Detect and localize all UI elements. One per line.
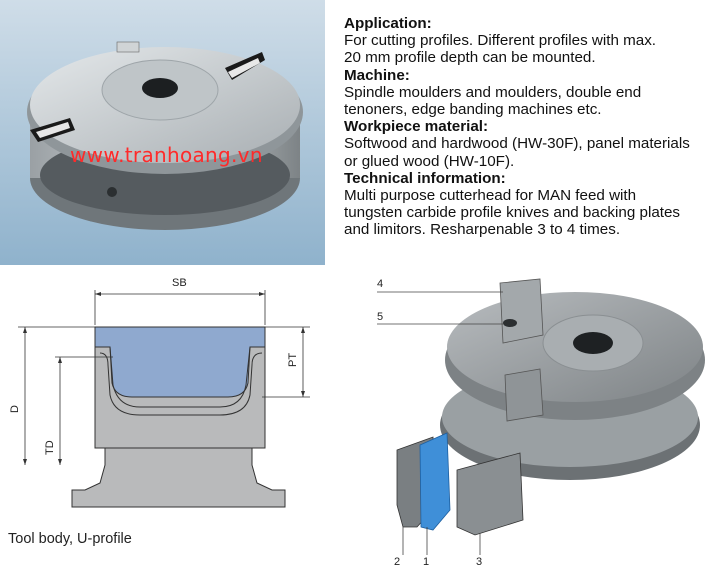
machine-line: Spindle moulders and moulders, double en… <box>344 83 642 101</box>
pt-label: PT <box>287 353 299 367</box>
technical-line: and limitors. Resharpenable 3 to 4 times… <box>344 221 621 239</box>
machine-line: tenoners, edge banding machines etc. <box>344 101 602 119</box>
technical-heading: Technical information: <box>344 169 506 187</box>
part-2-label: 2 <box>394 556 400 568</box>
part-4-label: 4 <box>377 278 383 290</box>
application-line: 20 mm profile depth can be mounted. <box>344 49 596 67</box>
specification-text: Application: For cutting profiles. Diffe… <box>344 15 710 239</box>
technical-line: tungsten carbide profile knives and back… <box>344 204 681 222</box>
workpiece-heading: Workpiece material: <box>344 118 489 136</box>
machine-heading: Machine: <box>344 66 410 84</box>
part-1-label: 1 <box>423 556 429 568</box>
exploded-view: 4 5 2 1 3 <box>325 265 710 573</box>
part-3-label: 3 <box>476 556 482 568</box>
technical-line: Multi purpose cutterhead for MAN feed wi… <box>344 187 637 205</box>
watermark-text: www.tranhoang.vn <box>70 143 263 167</box>
d-label: D <box>9 405 21 413</box>
sb-label: SB <box>172 277 187 289</box>
u-profile-diagram: SB PT D TD <box>0 265 325 573</box>
workpiece-line: or glued wood (HW-10F). <box>344 152 515 170</box>
workpiece-line: Softwood and hardwood (HW-30F), panel ma… <box>344 135 690 153</box>
application-line: For cutting profiles. Different profiles… <box>344 32 657 50</box>
td-label: TD <box>44 440 56 455</box>
diagram-caption: Tool body, U-profile <box>8 531 132 547</box>
part-5-label: 5 <box>377 311 383 323</box>
product-photo <box>0 0 325 265</box>
application-heading: Application: <box>344 15 432 32</box>
